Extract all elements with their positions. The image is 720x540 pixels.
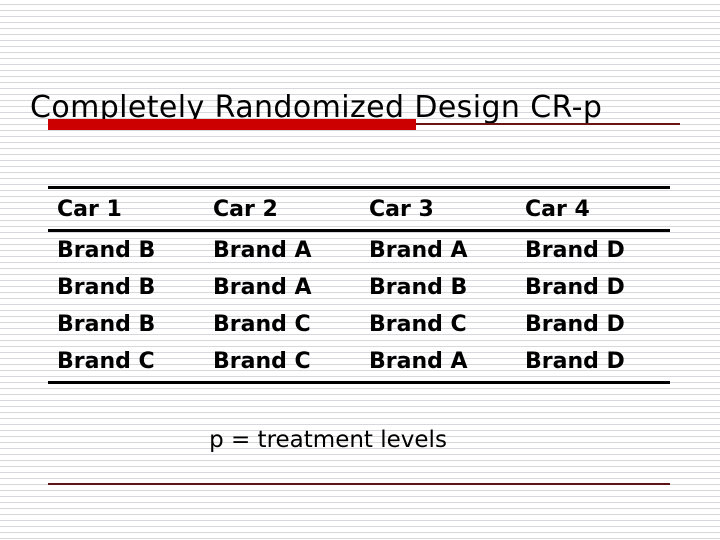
- cell-car2-r3: Brand C: [213, 312, 311, 337]
- column-header-car-3: Car 3: [360, 186, 516, 232]
- column-header-car-4: Car 4: [516, 186, 670, 232]
- table-row: Brand B Brand A Brand B Brand D: [48, 269, 670, 306]
- cell-car2-r4: Brand C: [204, 343, 360, 384]
- column-header-car-1: Car 1: [48, 186, 204, 232]
- table-row: Brand B Brand C Brand C Brand D: [48, 306, 670, 343]
- title-accent-rule: [48, 119, 680, 130]
- accent-thick-bar: [48, 119, 416, 130]
- assignment-table: Car 1 Car 2 Car 3 Car 4 Brand B Brand A …: [48, 186, 670, 384]
- cell-car1-r3: Brand B: [57, 312, 156, 337]
- cell-car4-r2: Brand D: [525, 275, 625, 300]
- cell-car4-r3: Brand D: [525, 312, 625, 337]
- cell-car3-r1: Brand A: [369, 238, 468, 263]
- cell-car4-r1: Brand D: [525, 238, 625, 263]
- table-row: Brand C Brand C Brand A Brand D: [48, 343, 670, 384]
- cell-car4-r4: Brand D: [516, 343, 670, 384]
- cell-car1-r4: Brand C: [48, 343, 204, 384]
- cell-car3-r2: Brand B: [369, 275, 468, 300]
- table-header-row: Car 1 Car 2 Car 3 Car 4: [48, 186, 670, 232]
- cell-car1-r1: Brand B: [57, 238, 156, 263]
- cell-car1-r2: Brand B: [57, 275, 156, 300]
- cell-car3-r4: Brand A: [360, 343, 516, 384]
- bottom-rule: [48, 483, 670, 485]
- table-caption: p = treatment levels: [209, 427, 447, 453]
- cell-car2-r2: Brand A: [213, 275, 312, 300]
- table-row: Brand B Brand A Brand A Brand D: [48, 231, 670, 270]
- cell-car2-r1: Brand A: [213, 238, 312, 263]
- cell-car3-r3: Brand C: [369, 312, 467, 337]
- column-header-car-2: Car 2: [204, 186, 360, 232]
